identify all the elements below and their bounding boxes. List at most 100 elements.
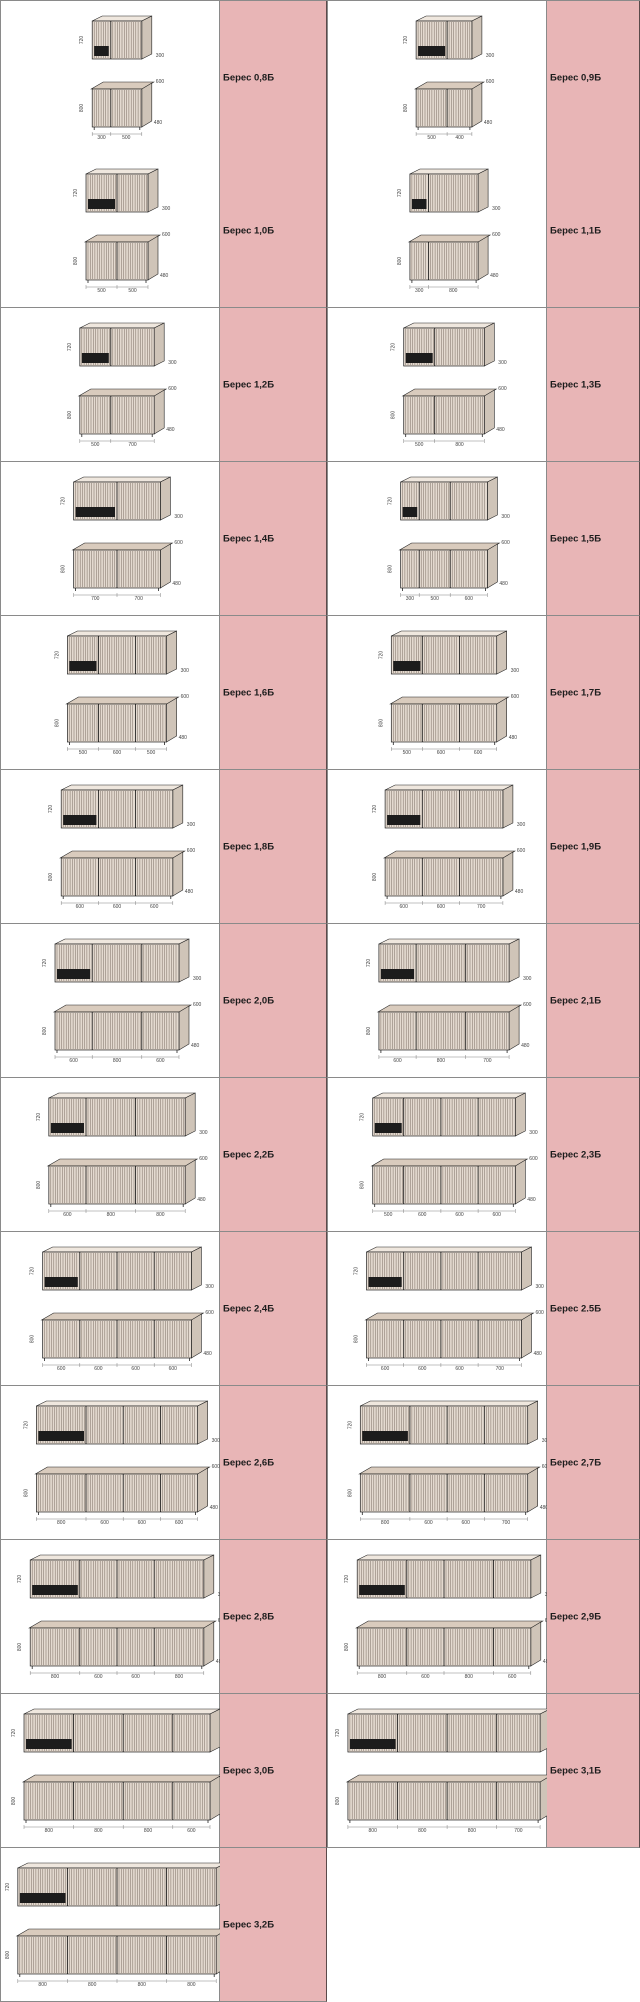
- module-width-label: 500: [97, 288, 106, 294]
- kitchen-set-name: Берес 1,6Б: [223, 687, 275, 698]
- module-width-label: 500: [427, 135, 436, 141]
- lower-depth2-label: 480: [509, 735, 518, 741]
- kitchen-set-name: Берес 0,9Б: [550, 72, 602, 83]
- lower-depth2-label: 480: [191, 1043, 200, 1049]
- module-width-label: 800: [455, 442, 464, 448]
- lower-depth2-label: 480: [172, 581, 181, 587]
- upper-height-label: 720: [48, 805, 54, 814]
- upper-height-label: 720: [23, 1421, 29, 1430]
- lower-height-label: 800: [344, 1643, 350, 1652]
- module-width-label: 600: [493, 1212, 502, 1218]
- module-width-label: 500: [122, 135, 131, 141]
- lower-height-label: 800: [30, 1335, 36, 1344]
- kitchen-set-sketch: 720300800600480800600600800: [17, 1554, 226, 1680]
- lower-cabinet: [15, 1928, 230, 1977]
- module-width-label: 600: [424, 1520, 433, 1526]
- module-width-label: 600: [57, 1366, 66, 1372]
- kitchen-set-name: Берес 3,1Б: [550, 1765, 602, 1776]
- module-width-label: 600: [187, 1828, 196, 1834]
- upper-depth-label: 300: [523, 976, 532, 982]
- lower-depth-label: 600: [529, 1156, 538, 1162]
- lower-depth2-label: 480: [515, 889, 524, 895]
- lower-depth-label: 600: [501, 540, 510, 546]
- upper-cabinet: [48, 1092, 196, 1137]
- upper-height-label: 720: [17, 1575, 23, 1584]
- lower-cabinet: [401, 388, 498, 437]
- kitchen-set-name: Берес 2,1Б: [550, 995, 602, 1006]
- module-width-label: 600: [175, 1520, 184, 1526]
- module-width-label: 300: [406, 596, 415, 602]
- upper-depth-label: 300: [187, 822, 196, 828]
- lower-depth-label: 600: [542, 1464, 551, 1470]
- upper-cabinet: [36, 1400, 208, 1445]
- kitchen-set-label-cell: Берес 1,4Б: [220, 462, 327, 616]
- kitchen-set-label-cell: Берес 1,8Б: [220, 770, 327, 924]
- module-width-label: 800: [38, 1982, 47, 1988]
- lower-height-label: 800: [372, 873, 378, 882]
- upper-depth-label: 300: [156, 53, 165, 59]
- kitchen-set-label-cell: Берес 1,5Б: [547, 462, 640, 616]
- lower-cabinet: [65, 696, 180, 745]
- lower-depth-label: 600: [212, 1464, 221, 1470]
- kitchen-set-sketch: 720300800600480800800800700: [335, 1708, 563, 1834]
- kitchen-set-name: Берес 0,8Б: [223, 72, 275, 83]
- lower-cabinet: [364, 1312, 535, 1361]
- module-width-label: 500: [91, 442, 100, 448]
- kitchen-set-label-cell: Берес 3,0Б: [220, 1694, 327, 1848]
- upper-height-label: 720: [11, 1729, 17, 1738]
- lower-depth-label: 600: [193, 1002, 202, 1008]
- upper-cabinet: [390, 630, 507, 675]
- module-width-label: 500: [79, 750, 88, 756]
- module-width-label: 600: [113, 750, 122, 756]
- upper-height-label: 720: [391, 343, 397, 352]
- upper-cabinet: [79, 322, 165, 367]
- module-width-label: 800: [107, 1212, 116, 1218]
- lower-cabinet: [21, 1774, 224, 1823]
- kitchen-set-label-cell: Берес 2,7Б: [547, 1386, 640, 1540]
- module-width-label: 600: [113, 904, 122, 910]
- module-width-label: 500: [128, 288, 137, 294]
- lower-depth-label: 600: [168, 386, 177, 392]
- kitchen-set-drawing: 720300800600480800800800600: [0, 1694, 233, 1848]
- module-width-label: 600: [462, 1520, 471, 1526]
- upper-cabinet: [54, 938, 190, 983]
- lower-height-label: 800: [61, 565, 67, 574]
- upper-height-label: 720: [378, 651, 384, 660]
- module-width-label: 800: [465, 1674, 474, 1680]
- lower-cabinet: [83, 234, 162, 283]
- catalog-row: 720300800600480800600600800Берес 2,8Б720…: [0, 1540, 640, 1694]
- upper-height-label: 720: [344, 1575, 350, 1584]
- module-width-label: 700: [483, 1058, 492, 1064]
- upper-cabinet: [347, 1708, 551, 1753]
- kitchen-set-name: Берес 3,2Б: [223, 1919, 275, 1930]
- lower-cabinet: [71, 542, 174, 591]
- upper-cabinet: [73, 476, 171, 521]
- upper-height-label: 720: [67, 343, 73, 352]
- module-width-label: 600: [465, 596, 474, 602]
- upper-height-label: 720: [366, 959, 372, 968]
- catalog-row: 720300800600480800800800800Берес 3,2Б: [0, 1848, 640, 2002]
- lower-depth-label: 600: [181, 694, 190, 700]
- module-width-label: 800: [418, 1828, 427, 1834]
- module-width-label: 600: [421, 1674, 430, 1680]
- module-width-label: 600: [100, 1520, 109, 1526]
- lower-cabinet: [345, 1774, 554, 1823]
- upper-cabinet: [409, 168, 489, 213]
- lower-height-label: 800: [366, 1027, 372, 1036]
- kitchen-set-label-cell: Берес 1,1Б: [547, 154, 640, 308]
- module-width-label: 600: [418, 1212, 427, 1218]
